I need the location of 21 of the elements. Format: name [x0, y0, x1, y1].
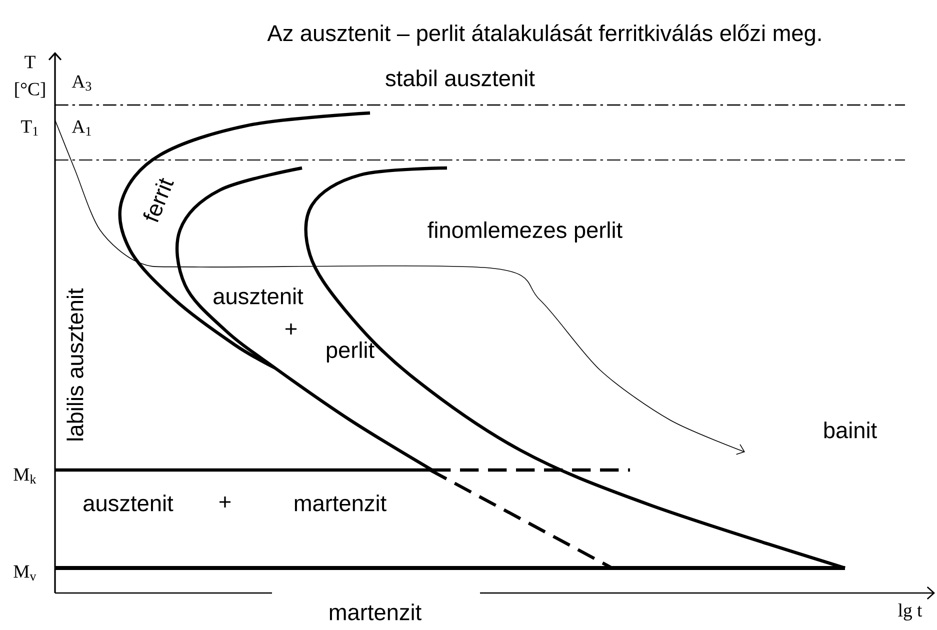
region-label: A$_{3}$ — [72, 75, 92, 91]
region-label: + — [286, 323, 297, 335]
region-label: [°C] — [15, 82, 45, 98]
region-label: finomlemezes perlit — [428, 221, 622, 243]
region-label: bainit — [824, 422, 877, 438]
region-label: M$_{v}$ — [14, 565, 36, 581]
region-label: T$_{1}$ — [21, 120, 38, 136]
region-label: labilis ausztenit — [66, 288, 84, 440]
region-label: ferrit — [143, 178, 174, 222]
region-label: A$_{1}$ — [72, 120, 91, 136]
region-label: martenzit — [330, 604, 422, 620]
region-label: martenzit — [294, 494, 386, 512]
region-label: ausztenit — [84, 494, 174, 512]
region-label: + — [220, 496, 231, 508]
region-label: T — [24, 56, 36, 68]
region-label: ausztenit — [214, 288, 304, 304]
region-label: lg t — [898, 604, 922, 620]
region-label: stabil ausztenit — [386, 70, 535, 86]
region-label: M$_{k}$ — [14, 468, 36, 484]
region-label: perlit — [326, 341, 374, 363]
title: Az ausztenit – perlit átalakulását ferritkiválás előzi meg. — [267, 24, 821, 46]
